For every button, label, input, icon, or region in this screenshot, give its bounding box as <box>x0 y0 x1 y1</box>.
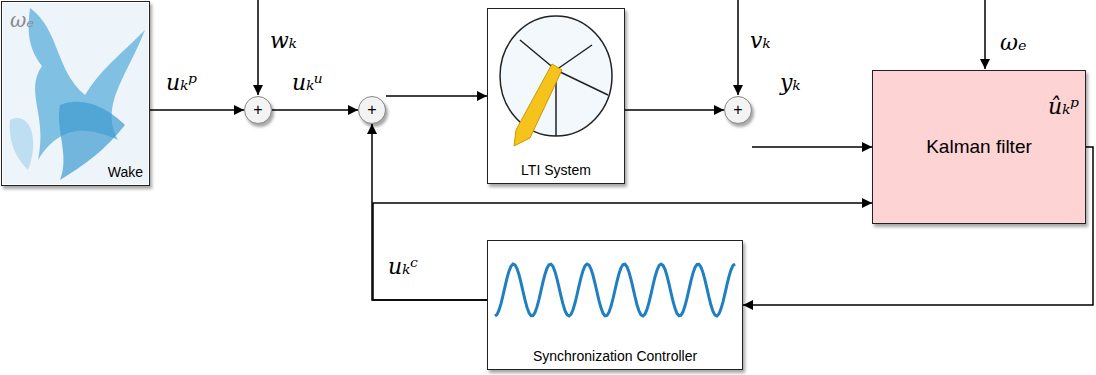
wake-box: ωₑWake <box>1 1 150 186</box>
signal-label: uₖᵘ <box>292 72 323 94</box>
wake-vortex <box>10 118 33 170</box>
noise-signal: vₖ <box>750 30 770 52</box>
filter-box: Kalman filter <box>872 70 1086 224</box>
signal-arrow <box>372 124 487 300</box>
estimate-signal: ûₖᵖ <box>1048 96 1079 118</box>
signal-label: yₖ <box>780 72 800 94</box>
sum-sign: + <box>253 102 262 118</box>
block-title: Kalman filter <box>926 136 1032 159</box>
noise-arrow <box>737 0 739 95</box>
sum-sign: + <box>367 102 376 118</box>
wake-ground <box>3 3 148 184</box>
sum-junction: + <box>244 96 272 124</box>
frequency-symbol: ωₑ <box>10 8 34 32</box>
signal-arrow <box>272 109 358 111</box>
signal-arrow <box>752 146 872 148</box>
signal-arrow <box>625 109 724 111</box>
signal-arrow <box>386 95 487 97</box>
sine-wave <box>495 264 735 316</box>
signal-label: uₖᵖ <box>166 72 197 94</box>
sum-junction: + <box>358 96 386 124</box>
pointer-blade <box>514 64 562 146</box>
sum-junction: + <box>724 96 752 124</box>
signal-label: uₖᶜ <box>388 256 418 278</box>
sum-sign: + <box>733 102 742 118</box>
system-box: LTI System <box>487 8 625 184</box>
controller-box: Synchronization Controller <box>487 240 743 370</box>
block-title: LTI System <box>521 162 591 179</box>
disturbance-arrow <box>257 0 259 95</box>
frequency-signal: ωₑ <box>1000 32 1026 54</box>
signal-arrow <box>150 109 244 111</box>
wake-illustration <box>3 3 148 184</box>
signal-arrow <box>373 203 872 300</box>
block-title: Synchronization Controller <box>533 348 697 365</box>
disturbance-signal: wₖ <box>270 30 297 52</box>
lti-illustration <box>500 16 612 146</box>
block-title: Wake <box>108 164 143 181</box>
frequency-arrow <box>984 0 986 69</box>
